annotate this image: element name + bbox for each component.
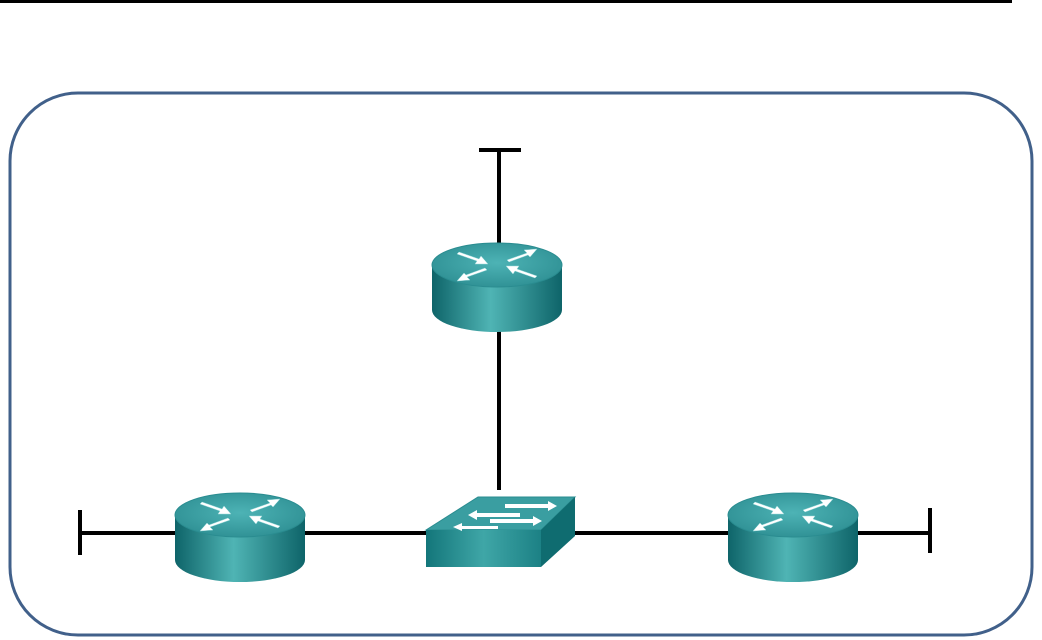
router-left-icon[interactable] bbox=[175, 493, 305, 582]
router-right-icon[interactable] bbox=[728, 493, 858, 582]
router-top-icon[interactable] bbox=[432, 243, 562, 332]
header-rule bbox=[0, 0, 1012, 3]
